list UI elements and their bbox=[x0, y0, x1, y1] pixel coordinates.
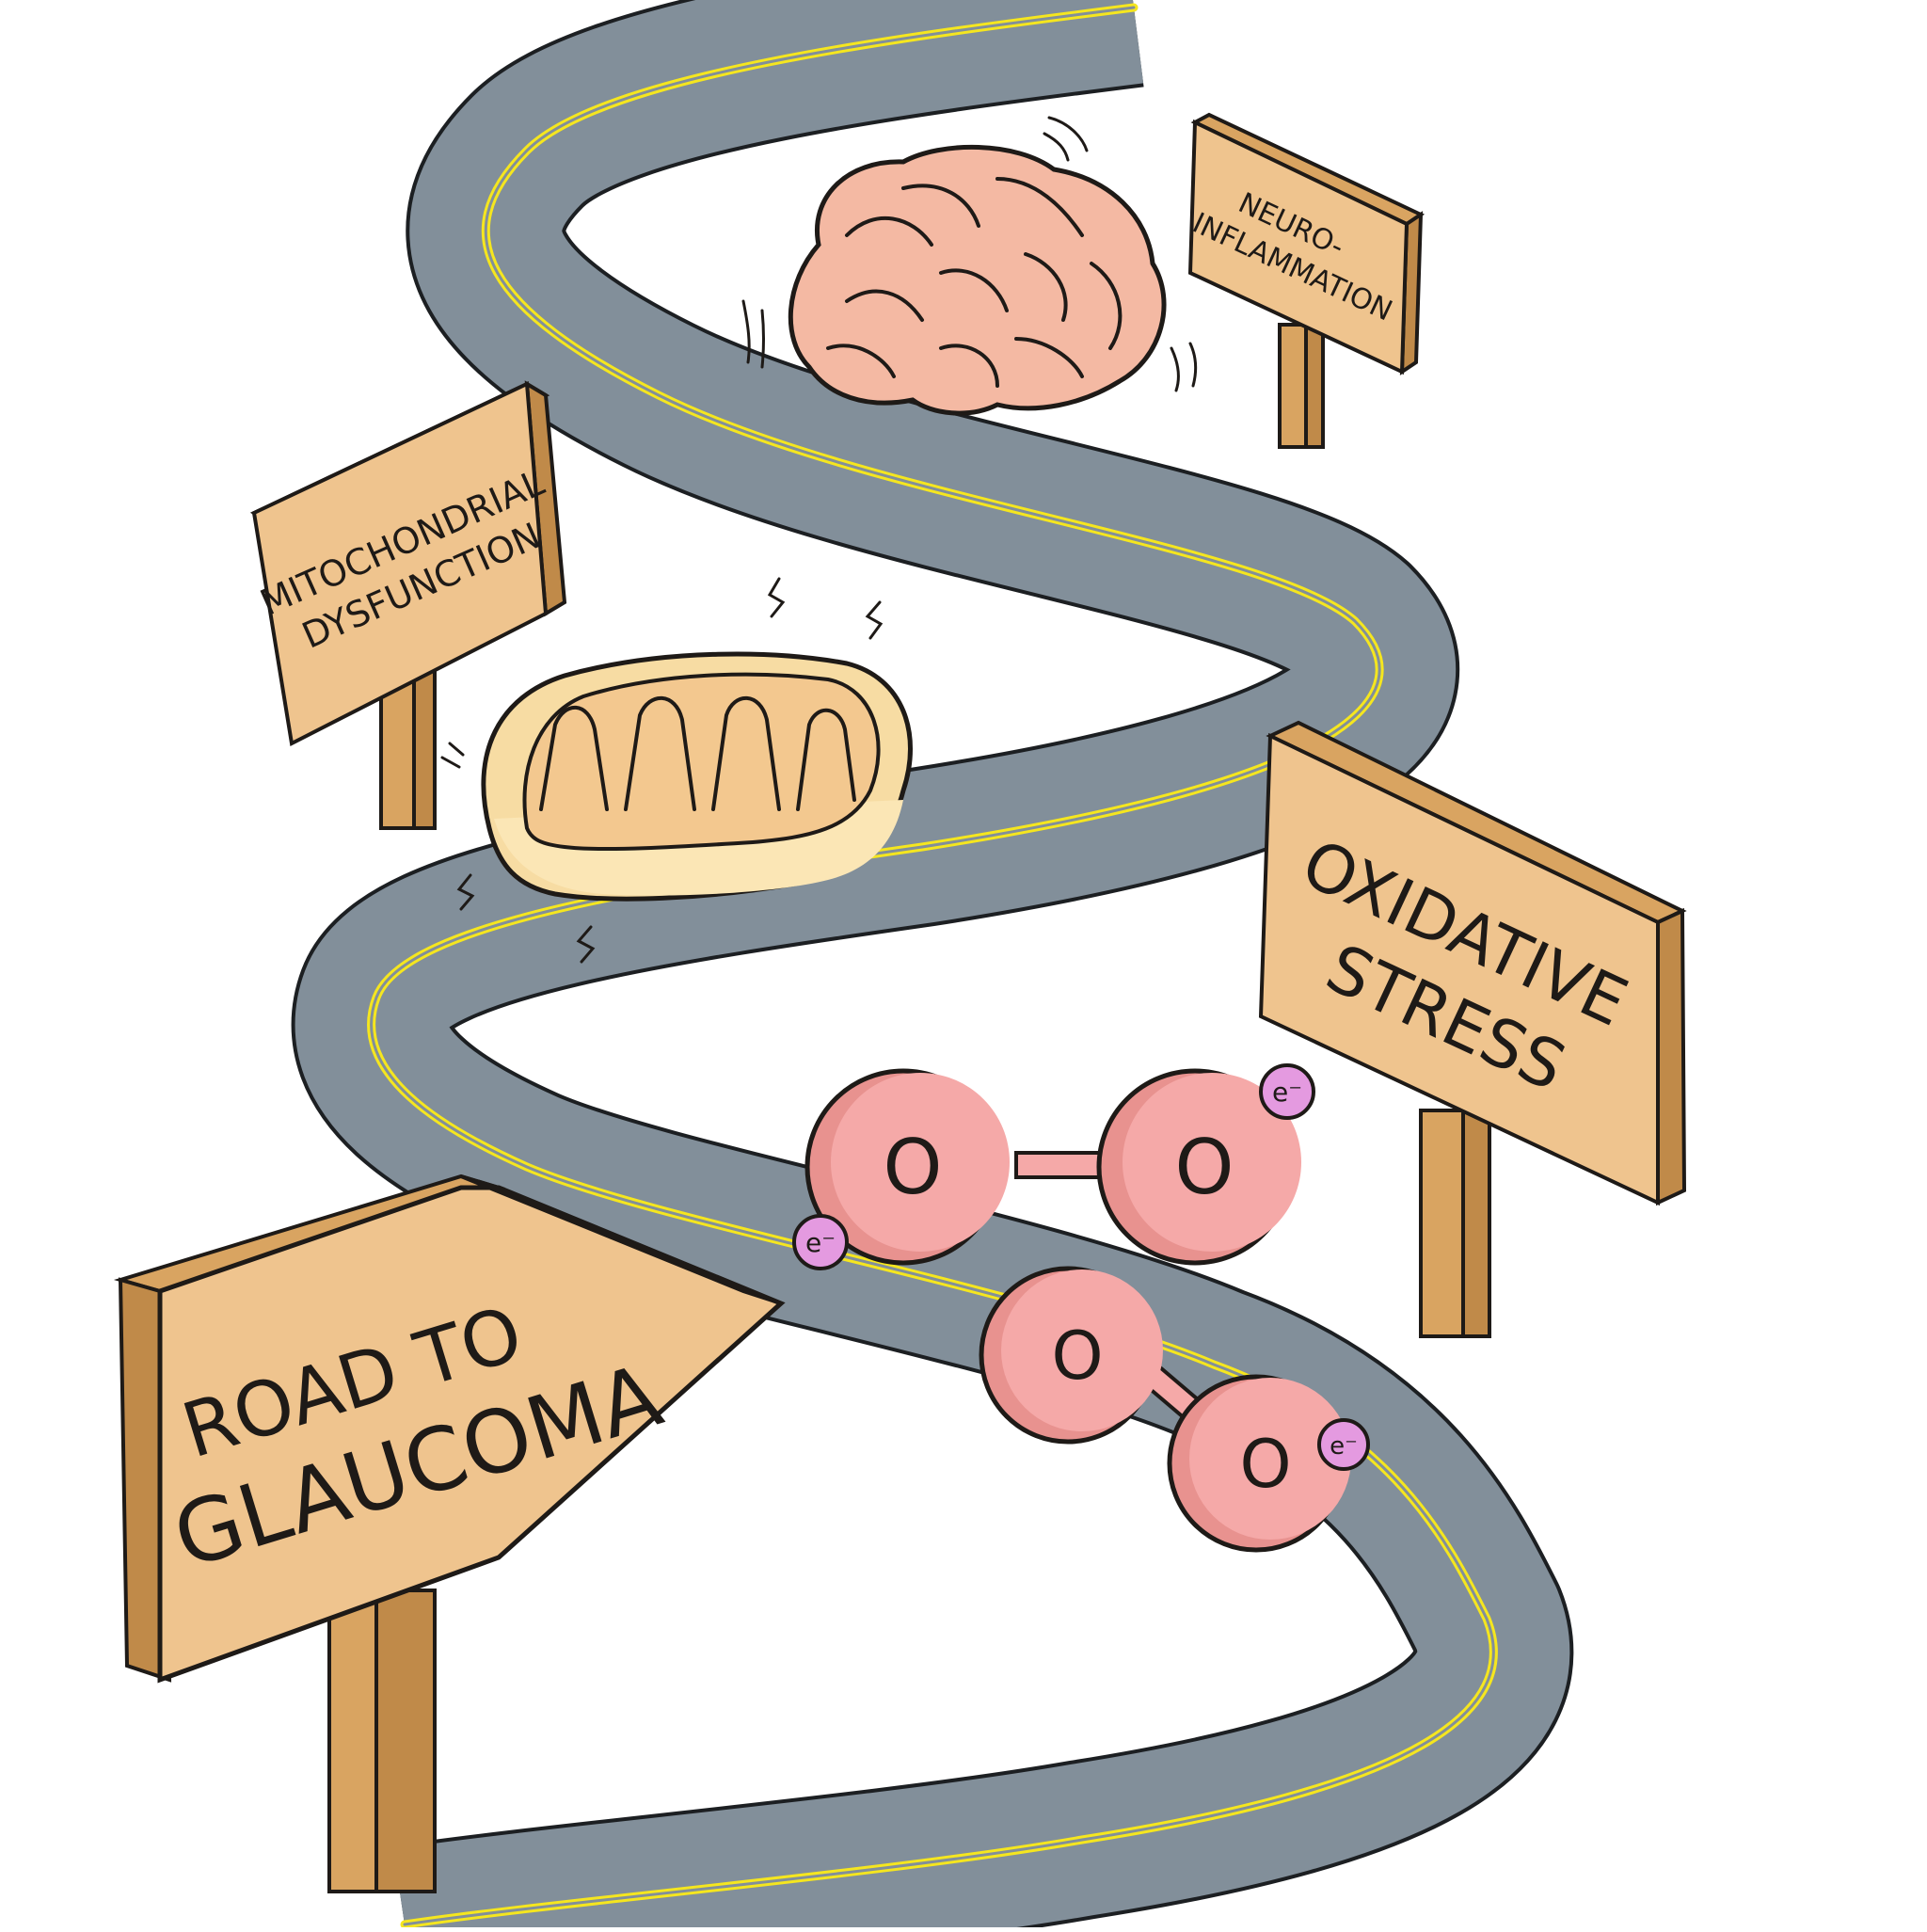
winding-road bbox=[291, 0, 1574, 1932]
oxygen-molecule-lower: O O e⁻ bbox=[979, 1266, 1370, 1553]
sign-mitochondrial-dysfunction: MITOCHONDRIAL DYSFUNCTION bbox=[249, 380, 567, 830]
oxygen-atom-label: O bbox=[1051, 1317, 1103, 1395]
electron-label: e⁻ bbox=[1272, 1077, 1302, 1108]
brain-illustration bbox=[741, 116, 1198, 416]
oxygen-atom-label: O bbox=[884, 1124, 943, 1211]
oxygen-molecule-upper: O O e⁻ e⁻ bbox=[792, 1063, 1315, 1270]
mitochondrion-illustration bbox=[440, 577, 913, 964]
oxygen-atom-label: O bbox=[1239, 1426, 1291, 1503]
sign-neuroinflammation: NEURO- INFLAMMATION bbox=[1187, 112, 1425, 449]
sign-oxidative-stress: OXIDATIVE STRESS bbox=[1258, 720, 1687, 1338]
oxygen-atom-label: O bbox=[1175, 1124, 1234, 1211]
electron-label: e⁻ bbox=[805, 1227, 836, 1258]
electron-label: e⁻ bbox=[1330, 1432, 1358, 1461]
sign-road-to-glaucoma: ROAD TO GLAUCOMA bbox=[113, 1174, 786, 1893]
